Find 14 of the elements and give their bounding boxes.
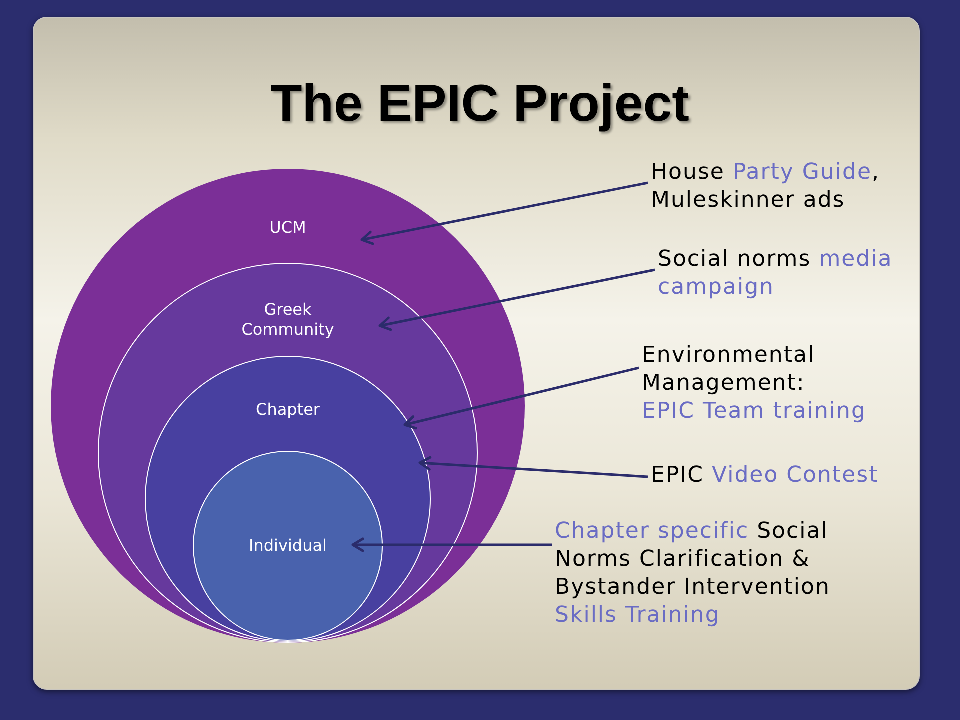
arrow [352, 538, 552, 552]
circle-label: Individual [249, 536, 327, 556]
arrow [404, 366, 640, 430]
annotation-text: Social norms media campaign [658, 246, 893, 302]
circle-label: Chapter [256, 400, 320, 420]
annotation-text: Environmental Management: EPIC Team training [642, 342, 866, 426]
arrow [378, 268, 656, 332]
title: The EPIC Project [270, 74, 690, 134]
circle-label: Greek Community [242, 300, 334, 340]
arrow [418, 456, 648, 478]
annotation-text: House Party Guide, Muleskinner ads [651, 159, 880, 215]
circle-label: UCM [270, 218, 306, 238]
annotation-text: EPIC Video Contest [651, 462, 879, 490]
annotation-text: Chapter specific Social Norms Clarification & Bystander Intervention Skills Training [555, 518, 830, 630]
